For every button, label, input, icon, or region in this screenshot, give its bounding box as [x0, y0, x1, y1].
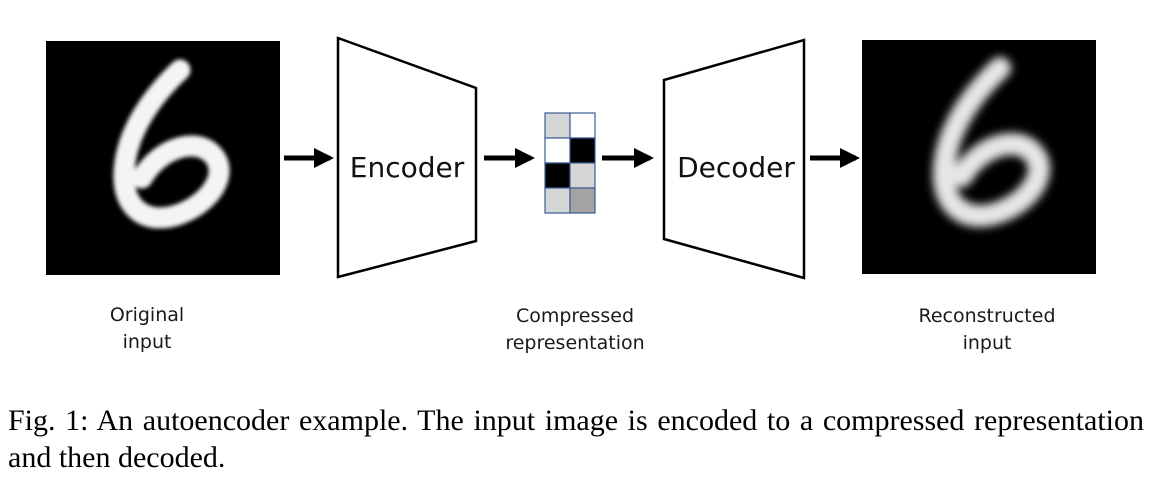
code-cell	[569, 187, 596, 214]
code-cell	[569, 137, 596, 164]
code-cell	[569, 162, 596, 189]
original-label-line-2: input	[122, 331, 172, 353]
code-cell	[544, 112, 571, 139]
reconstructed-input-image	[862, 40, 1096, 274]
decoder-label: Decoder	[677, 151, 795, 184]
encoder-block: Encoder	[336, 36, 478, 279]
code-cell	[544, 162, 571, 189]
compressed-label-line-1: Compressed	[515, 305, 635, 327]
figure-caption: Fig. 1: An autoencoder example. The inpu…	[8, 404, 1144, 474]
code-cell	[544, 187, 571, 214]
original-label-line-1: Original	[109, 304, 185, 326]
decoder-block: Decoder	[662, 38, 806, 280]
autoencoder-diagram: Encoder Decoder	[46, 36, 1096, 280]
original-input-label: Original input	[86, 302, 208, 356]
original-input-image	[46, 41, 280, 275]
reconstructed-input-label: Reconstructed input	[904, 303, 1070, 357]
code-cell	[544, 137, 571, 164]
encoder-label: Encoder	[350, 151, 465, 184]
reconstructed-label-line-2: input	[962, 332, 1012, 354]
reconstructed-label-line-1: Reconstructed	[918, 305, 1056, 327]
compressed-label-line-2: representation	[505, 332, 645, 354]
compressed-code-grid	[544, 112, 596, 214]
code-cell	[569, 112, 596, 139]
compressed-representation-label: Compressed representation	[490, 303, 660, 357]
